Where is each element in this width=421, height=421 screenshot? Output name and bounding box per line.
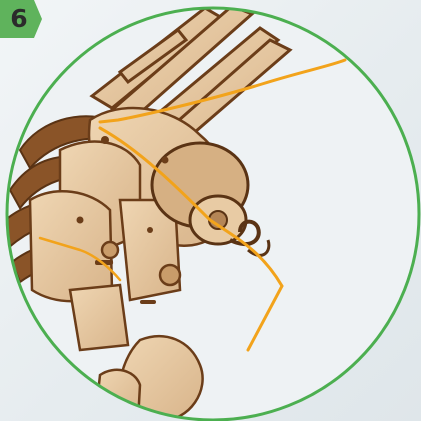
step-badge: 6	[0, 0, 44, 38]
step-number: 6	[4, 3, 34, 35]
